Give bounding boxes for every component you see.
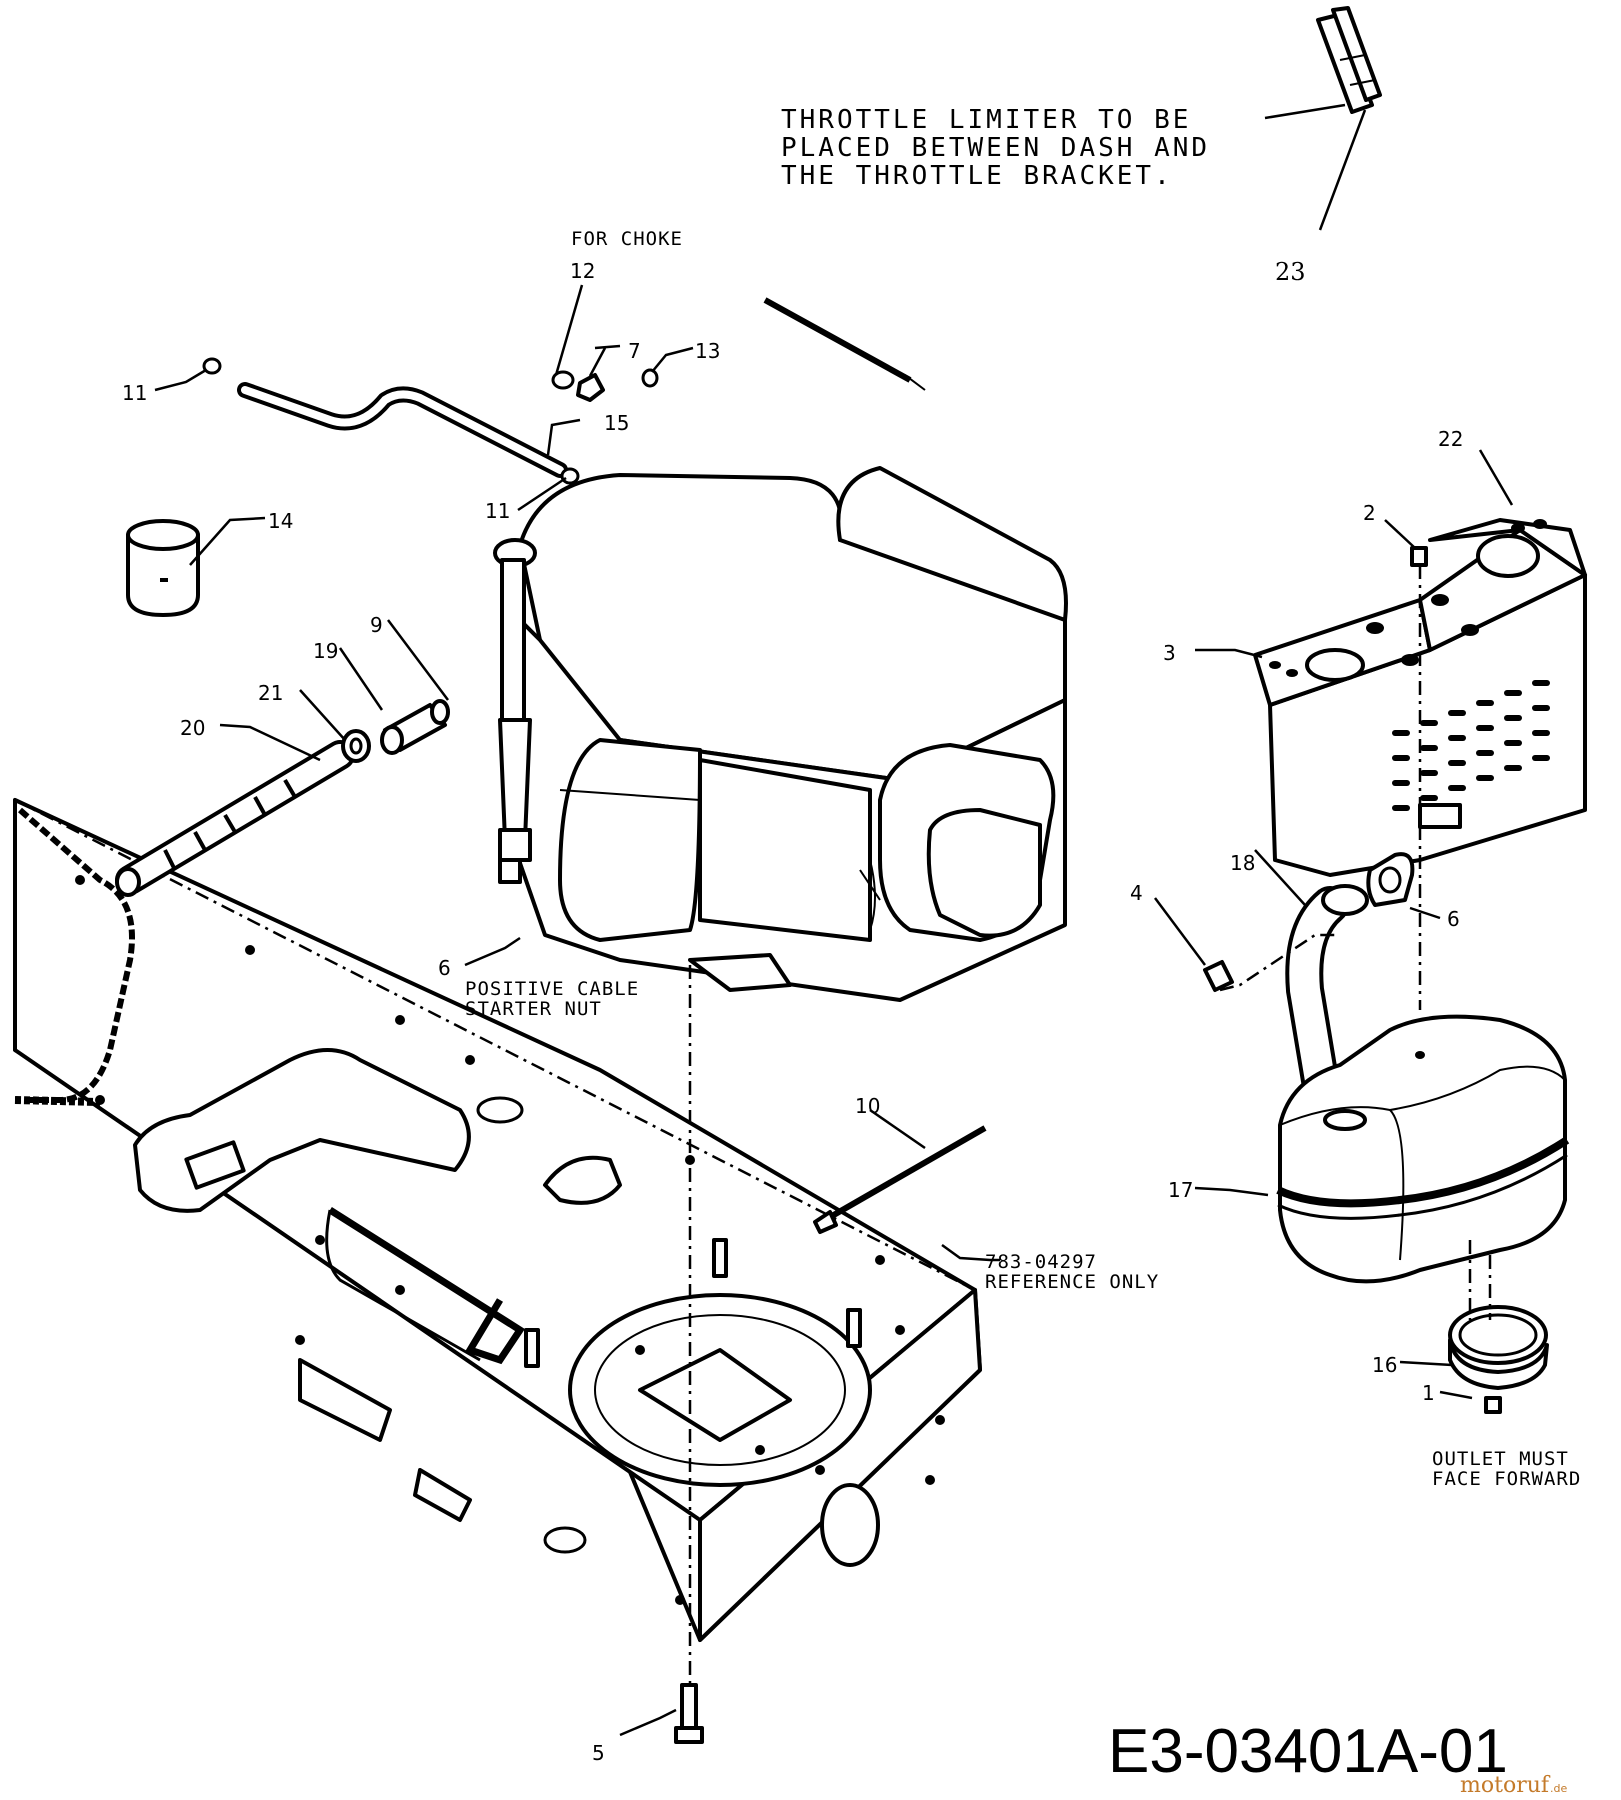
callout-11-top: 11 bbox=[122, 381, 147, 405]
callout-7: 7 bbox=[628, 339, 641, 363]
outlet-note: OUTLET MUST FACE FORWARD bbox=[1432, 1448, 1581, 1490]
wire-harness bbox=[14, 807, 135, 1106]
part-8-gasket bbox=[1366, 852, 1415, 907]
part-2-bolt bbox=[1410, 546, 1428, 567]
muffler-alignment-lines bbox=[1219, 565, 1492, 1320]
callout-19: 19 bbox=[313, 639, 338, 663]
leader-lines bbox=[154, 103, 1514, 1737]
engine bbox=[493, 466, 1068, 1002]
callout-11-bottom: 11 bbox=[485, 499, 510, 523]
choke-rod bbox=[202, 357, 580, 485]
callout-5: 5 bbox=[592, 1741, 605, 1765]
callout-17: 17 bbox=[1168, 1178, 1193, 1202]
callout-6-engine: 6 bbox=[438, 956, 451, 980]
callout-20: 20 bbox=[180, 716, 205, 740]
callout-6-exhaust: 6 bbox=[1447, 907, 1460, 931]
part-10-tie bbox=[813, 1125, 987, 1234]
callout-1: 1 bbox=[1422, 1381, 1435, 1405]
part-4-bolt bbox=[1203, 960, 1234, 992]
callout-numbers: 23 12 7 13 11 15 11 14 9 19 21 20 6 10 2… bbox=[122, 258, 1463, 1765]
part-20-shaft bbox=[115, 740, 355, 897]
watermark-text: motoruf bbox=[1460, 1773, 1551, 1798]
reference-line-2: REFERENCE ONLY bbox=[985, 1271, 1159, 1293]
callout-14: 14 bbox=[268, 509, 293, 533]
throttle-note-line-1: THROTTLE LIMITER TO BE bbox=[781, 105, 1191, 135]
part-1-screw bbox=[1484, 1396, 1502, 1414]
part-5-bolt bbox=[674, 1683, 704, 1744]
positive-cable-line-1: POSITIVE CABLE bbox=[465, 978, 639, 1000]
callout-23: 23 bbox=[1275, 258, 1306, 286]
frame-chassis bbox=[13, 798, 982, 1642]
outlet-line-2: FACE FORWARD bbox=[1432, 1468, 1581, 1490]
callout-21: 21 bbox=[258, 681, 283, 705]
throttle-note-line-3: THE THROTTLE BRACKET. bbox=[781, 161, 1173, 191]
callout-2: 2 bbox=[1363, 501, 1376, 525]
outlet-line-1: OUTLET MUST bbox=[1432, 1448, 1569, 1470]
part-21-nut bbox=[341, 729, 371, 763]
part-17-muffler bbox=[1276, 1014, 1570, 1284]
part-3-heat-shield bbox=[1253, 518, 1587, 877]
watermark-suffix: .de bbox=[1550, 1782, 1567, 1795]
reference-line-1: 783-04297 bbox=[985, 1251, 1097, 1273]
throttle-note-line-2: PLACED BETWEEN DASH AND bbox=[781, 133, 1210, 163]
throttle-cable bbox=[763, 297, 926, 391]
callout-4: 4 bbox=[1130, 881, 1143, 905]
drawing-number: E3-03401A-01 bbox=[1108, 1717, 1508, 1786]
callout-12: 12 bbox=[570, 259, 595, 283]
part-19-fitting bbox=[380, 699, 450, 755]
callout-18: 18 bbox=[1230, 851, 1255, 875]
part-14-cylinder bbox=[126, 519, 200, 617]
part-16-outlet bbox=[1448, 1305, 1549, 1390]
callout-9: 9 bbox=[370, 613, 383, 637]
positive-cable-note: POSITIVE CABLE STARTER NUT bbox=[465, 978, 639, 1020]
choke-hardware bbox=[551, 368, 659, 402]
positive-cable-line-2: STARTER NUT bbox=[465, 998, 602, 1020]
watermark: motoruf .de bbox=[1460, 1773, 1567, 1798]
callout-13: 13 bbox=[695, 339, 720, 363]
reference-note: 783-04297 REFERENCE ONLY bbox=[985, 1251, 1159, 1293]
callout-16: 16 bbox=[1372, 1353, 1397, 1377]
callout-3: 3 bbox=[1163, 641, 1176, 665]
callout-10: 10 bbox=[855, 1094, 880, 1118]
part-23-limiter bbox=[1316, 6, 1382, 114]
callout-15: 15 bbox=[604, 411, 629, 435]
for-choke-label: FOR CHOKE bbox=[571, 228, 683, 250]
throttle-limiter-note: THROTTLE LIMITER TO BE PLACED BETWEEN DA… bbox=[781, 105, 1210, 191]
callout-22: 22 bbox=[1438, 427, 1463, 451]
